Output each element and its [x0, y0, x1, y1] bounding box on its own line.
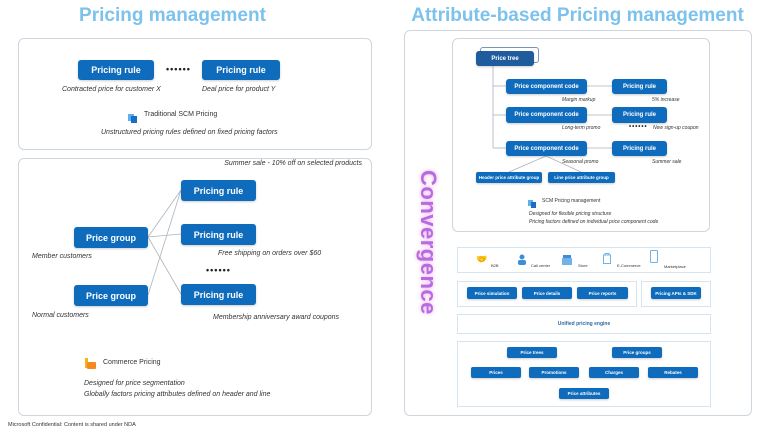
store-icon [562, 252, 572, 265]
price-trees-box: Price trees [507, 347, 557, 358]
price-component-box: Price component code [506, 107, 587, 123]
price-component-box: Price component code [506, 79, 587, 94]
price-tree-box: Price tree [476, 51, 534, 66]
tablet-icon [650, 250, 658, 263]
description: Pricing factors defined on individual pr… [529, 219, 659, 225]
pricing-rule-box: Pricing rule [202, 60, 280, 80]
channel-label: Marketplace [664, 264, 686, 269]
person-headset-icon [518, 252, 526, 265]
rebates-box: Rebates [648, 367, 698, 378]
price-group-box: Price group [74, 285, 148, 306]
scm-pricing-icon [128, 110, 138, 123]
price-attributes-box: Price attributes [559, 388, 609, 399]
engine-label: Unified pricing engine [557, 321, 611, 327]
price-component-box: Price component code [506, 141, 587, 156]
shopping-bag-icon [603, 251, 611, 264]
commerce-pricing-icon [85, 356, 96, 369]
left-title: Pricing management [79, 5, 266, 26]
promotions-box: Promotions [529, 367, 579, 378]
rule-label: New sign-up coupon [653, 125, 699, 131]
description: Designed for flexible pricing structure [529, 211, 612, 217]
traditional-panel [18, 38, 372, 150]
price-simulation-box: Price simulation [467, 287, 517, 299]
line-attribute-group-box: Line price attribute group [548, 172, 615, 183]
product-name: Commerce Pricing [103, 359, 161, 366]
channels-panel [457, 247, 711, 273]
ellipsis: •••••• [206, 265, 231, 275]
rule-label: Free shipping on orders over $60 [218, 250, 322, 257]
ellipsis: •••••• [629, 124, 648, 130]
component-label: Seasonal promo [562, 159, 599, 165]
component-label: Margin markup [562, 97, 596, 103]
convergence-label: Convergence [416, 170, 441, 315]
handshake-icon: 🤝 [476, 254, 488, 264]
channel-label: Store [578, 263, 588, 268]
description: Designed for price segmentation [84, 380, 185, 387]
rule-label: Membership anniversary award coupons [213, 314, 340, 321]
price-reports-box: Price reports [577, 287, 628, 299]
footer-note: Microsoft Confidential: Content is share… [8, 422, 136, 428]
engine-panel: Unified pricing engine [457, 314, 711, 334]
rule-label: Summer sale [652, 159, 682, 165]
group-label: Member customers [32, 253, 92, 260]
channel-label: Call center [531, 263, 551, 268]
pricing-rule-box: Pricing rule [612, 141, 667, 156]
price-groups-box: Price groups [612, 347, 662, 358]
pricing-api-box: Pricing APIs & SDK [651, 287, 701, 299]
channel-label: B2B [491, 263, 499, 268]
pricing-rule-box: Pricing rule [181, 284, 256, 305]
pricing-rule-box: Pricing rule [181, 224, 256, 245]
right-title: Attribute-based Pricing management [411, 5, 744, 26]
product-name: Traditional SCM Pricing [144, 111, 218, 118]
pricing-rule-box: Pricing rule [181, 180, 256, 201]
channel-label: E-Commerce [617, 263, 641, 268]
pricing-rule-box: Pricing rule [78, 60, 154, 80]
component-label: Long-term promo [562, 125, 601, 131]
charges-box: Charges [589, 367, 639, 378]
rule-label: Deal price for product Y [202, 86, 276, 93]
rule-label: Contracted price for customer X [62, 86, 161, 93]
rule-label: 5% increase [652, 97, 680, 103]
pricing-rule-box: Pricing rule [612, 79, 667, 94]
product-name: SCM Pricing management [542, 198, 601, 204]
scm-panel [452, 38, 710, 232]
ellipsis: •••••• [166, 64, 191, 74]
description: Unstructured pricing rules defined on fi… [101, 129, 278, 136]
group-label: Normal customers [32, 312, 89, 319]
description: Globally factors pricing attributes defi… [84, 391, 271, 398]
price-details-box: Price details [522, 287, 572, 299]
rule-label: Summer sale - 10% off on selected produc… [224, 160, 362, 167]
header-attribute-group-box: Header price attribute group [476, 172, 542, 183]
scm-pricing-icon [528, 196, 537, 208]
pricing-rule-box: Pricing rule [612, 107, 667, 123]
prices-box: Prices [471, 367, 521, 378]
price-group-box: Price group [74, 227, 148, 248]
